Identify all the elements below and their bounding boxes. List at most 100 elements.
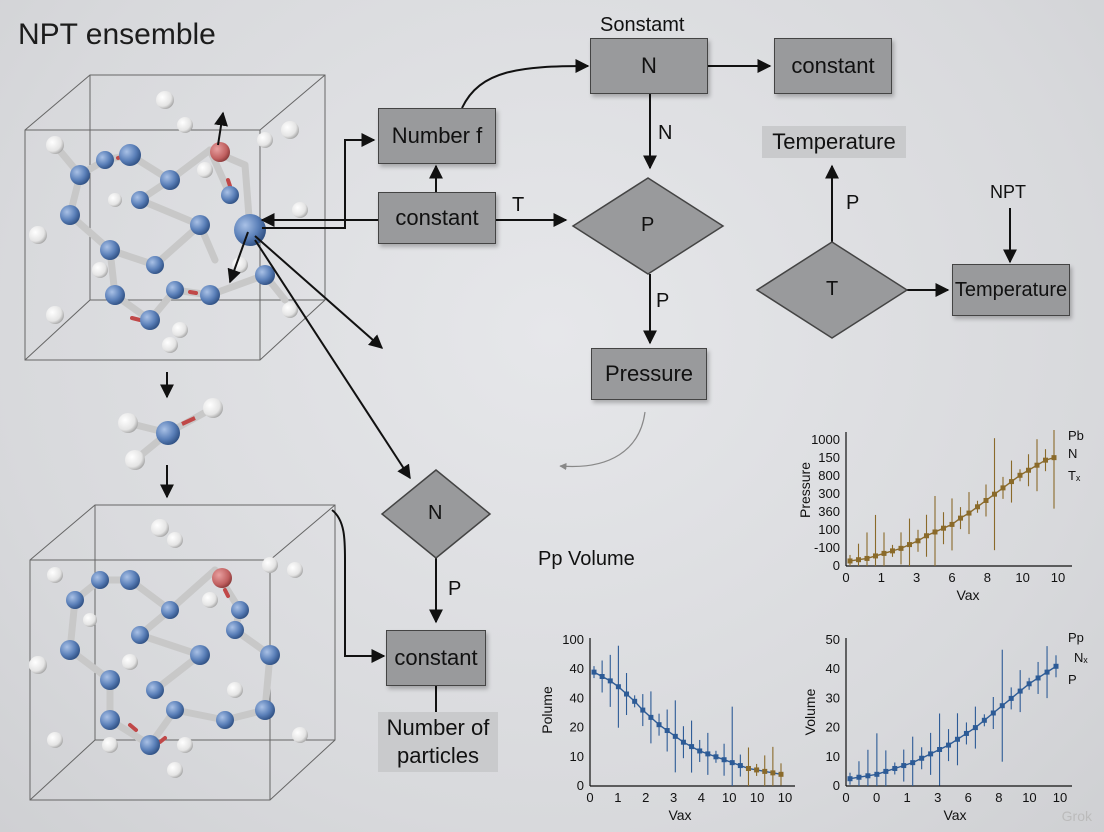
data-point <box>737 763 743 769</box>
data-point <box>932 529 938 535</box>
data-point <box>697 748 703 754</box>
watermark: Grok <box>1061 808 1092 824</box>
data-point <box>856 774 862 780</box>
pressure-legend-1: Pb <box>1068 428 1084 443</box>
y-tick-label: 40 <box>570 690 584 705</box>
box-constant-mid: constant <box>378 192 496 244</box>
data-point <box>898 545 904 551</box>
y-tick-label: 0 <box>577 778 584 793</box>
data-point <box>713 754 719 760</box>
edge-label-n: N <box>658 122 673 144</box>
edge-label-t: T <box>512 194 525 216</box>
data-point <box>591 669 597 675</box>
polume-chart-xlabel: Vax <box>668 807 691 823</box>
x-tick-label: 10 <box>1015 570 1029 585</box>
x-tick-label: 4 <box>698 790 705 805</box>
diamond-t-label: T <box>826 278 839 300</box>
y-tick-label: 1000 <box>811 432 840 447</box>
data-point <box>924 533 929 539</box>
polume-chart-ylabel: Polume <box>539 686 555 734</box>
box-number-f: Number f <box>378 108 496 164</box>
data-point <box>946 742 952 748</box>
sonstamt-label: Sonstamt <box>600 14 685 36</box>
data-point <box>680 739 686 745</box>
data-point <box>847 558 853 564</box>
data-point <box>941 525 946 531</box>
number-of-particles: Number of particles <box>378 712 498 772</box>
y-tick-label: 10 <box>570 749 584 764</box>
x-tick-label: 10 <box>778 790 792 805</box>
data-point <box>624 691 630 697</box>
pressure-legend-3: Tₓ <box>1068 468 1081 483</box>
data-point <box>1044 669 1050 675</box>
top-molecule-cube <box>24 74 326 361</box>
data-point <box>865 773 871 779</box>
edge-label-p-bottom: P <box>448 578 462 600</box>
data-point <box>599 674 605 679</box>
x-tick-label: 6 <box>965 790 972 805</box>
pp-volume-label: Pp Volume <box>538 548 635 570</box>
x-tick-label: 6 <box>948 570 955 585</box>
x-tick-label: 10 <box>1022 790 1036 805</box>
data-point <box>729 760 735 766</box>
data-point <box>981 717 987 723</box>
data-point <box>949 521 955 527</box>
data-point <box>689 744 695 750</box>
diamond-n <box>380 469 492 559</box>
data-point <box>1043 457 1048 463</box>
data-point <box>892 765 898 771</box>
data-point <box>999 703 1005 709</box>
x-tick-label: 0 <box>842 570 849 585</box>
data-point <box>745 765 751 771</box>
pressure-chart-ylabel: Preѕѕure <box>797 462 813 518</box>
data-point <box>762 768 768 774</box>
data-point <box>705 751 711 757</box>
data-point <box>1053 663 1059 669</box>
data-point <box>856 557 861 563</box>
data-point <box>1034 462 1040 468</box>
data-point <box>890 548 895 554</box>
data-point <box>983 497 989 503</box>
data-point <box>907 542 912 548</box>
volume-legend-3: P <box>1068 672 1077 687</box>
data-point <box>672 733 678 739</box>
y-tick-label: 100 <box>562 632 584 647</box>
bottom-molecule <box>29 519 308 778</box>
data-point <box>632 698 638 704</box>
data-point <box>972 725 978 731</box>
data-point <box>966 510 972 516</box>
x-tick-label: 0 <box>586 790 593 805</box>
y-tick-label: 50 <box>826 632 840 647</box>
y-tick-label: 40 <box>570 661 584 676</box>
box-temperature-top: Temperature <box>762 126 906 158</box>
y-tick-label: 20 <box>826 720 840 735</box>
top-molecule <box>29 91 308 353</box>
data-point <box>721 757 727 763</box>
data-point <box>910 760 916 766</box>
data-point <box>937 747 943 752</box>
npt-label: NPT <box>990 182 1026 202</box>
y-tick-label: 10 <box>826 749 840 764</box>
x-tick-label: 1 <box>614 790 621 805</box>
x-tick-label: 3 <box>670 790 677 805</box>
data-point <box>1035 675 1041 681</box>
data-point <box>1051 455 1057 461</box>
data-point <box>864 555 870 561</box>
y-tick-label: 0 <box>833 558 840 573</box>
data-point <box>901 763 907 769</box>
data-point <box>778 771 784 777</box>
data-point <box>648 714 654 720</box>
data-point <box>883 768 889 774</box>
volume-chart-ylabel: Volume <box>802 688 818 735</box>
y-tick-label: 0 <box>833 778 840 793</box>
data-point <box>915 538 921 544</box>
diamond-t <box>755 241 909 339</box>
x-tick-label: 8 <box>995 790 1002 805</box>
y-tick-label: -100 <box>814 540 840 555</box>
data-point <box>1017 472 1023 478</box>
box-constant-top: constant <box>774 38 892 94</box>
